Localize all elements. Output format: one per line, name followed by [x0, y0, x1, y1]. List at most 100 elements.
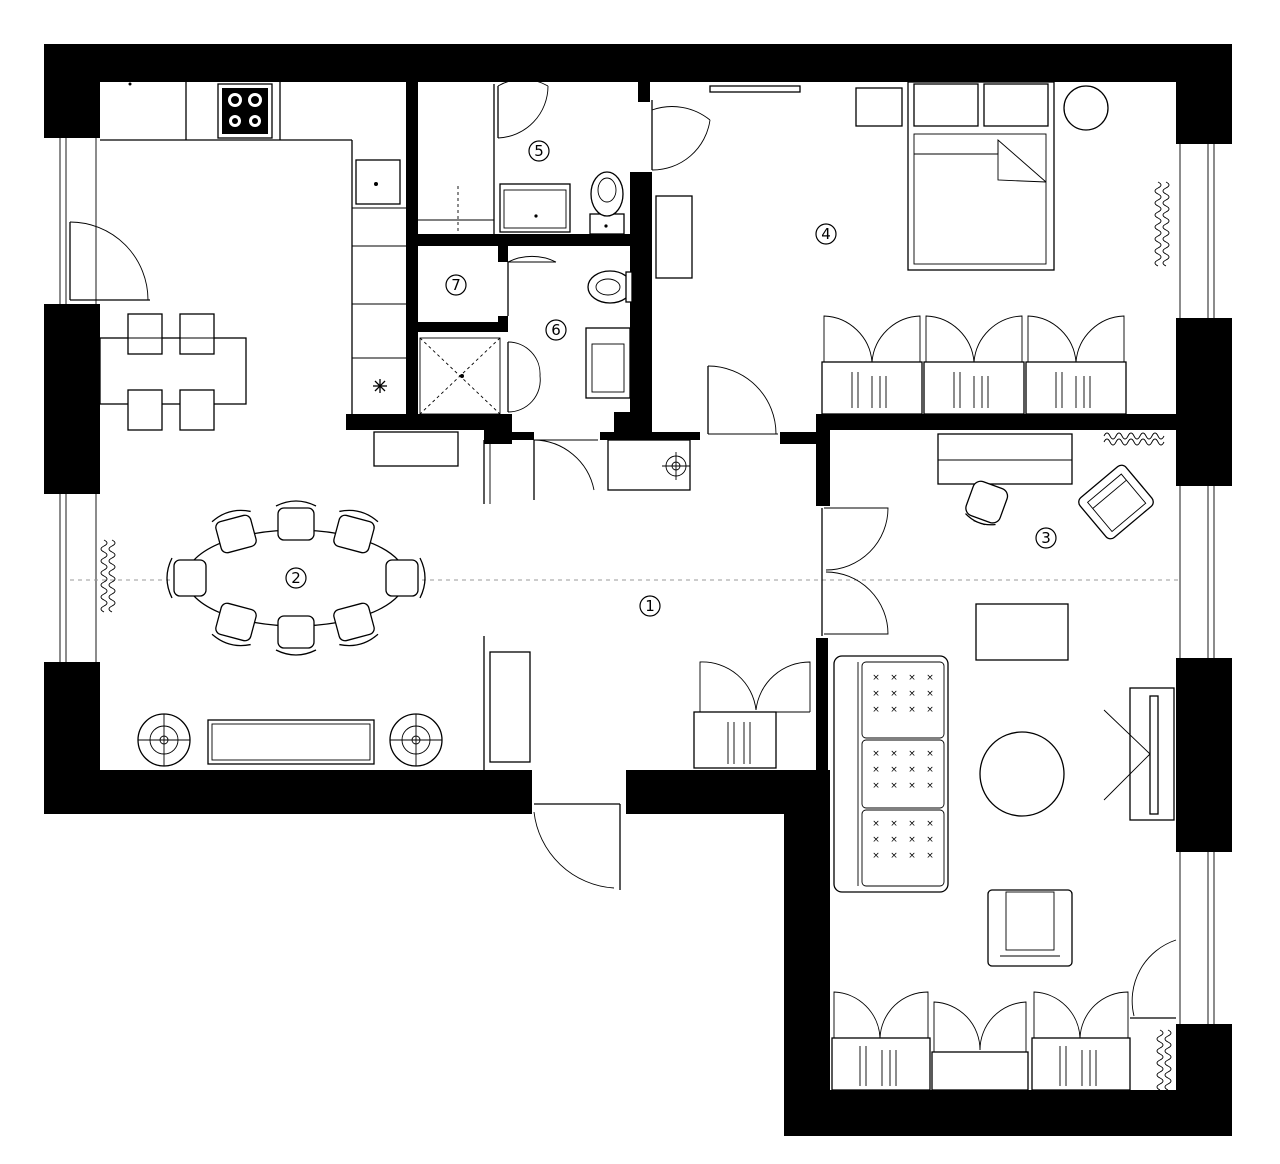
door-swing-icon — [533, 803, 621, 890]
window-east-1 — [1179, 144, 1215, 318]
wardrobe-icon — [1031, 991, 1131, 1091]
room-number-5: 5 — [534, 142, 544, 160]
door-swing-icon — [1130, 939, 1177, 1019]
sofa-tuft: × — [926, 851, 934, 861]
sofa-tuft: × — [872, 851, 880, 861]
room-label-5: 5 — [528, 140, 550, 162]
sink-icon — [355, 159, 401, 205]
chair-icon — [385, 557, 426, 599]
sofa-tuft: × — [926, 781, 934, 791]
chair-icon — [211, 509, 257, 554]
room-number-2: 2 — [291, 569, 301, 587]
room-5 — [418, 78, 711, 235]
sofa-tuft: × — [908, 851, 916, 861]
wardrobe-icon — [923, 315, 1025, 415]
kitchen-table — [99, 313, 247, 431]
sofa-icon — [833, 655, 949, 893]
room-number-4: 4 — [821, 225, 831, 243]
sofa-tuft: × — [926, 749, 934, 759]
sofa-tuft: × — [890, 781, 898, 791]
room-number-3: 3 — [1041, 529, 1051, 547]
extractor-icon — [373, 379, 387, 393]
wardrobe-icon — [821, 315, 923, 415]
door-swing-icon — [707, 365, 778, 435]
room-number-1: 1 — [645, 597, 655, 615]
armchair-icon — [987, 889, 1073, 967]
room-number-7: 7 — [451, 276, 461, 294]
chair-icon — [275, 500, 317, 541]
sofa-tuft: × — [872, 835, 880, 845]
toilet-icon — [589, 171, 625, 235]
bathtub-icon — [499, 183, 571, 233]
chair-icon — [333, 509, 379, 554]
room-1 — [373, 431, 889, 890]
door-swing-icon — [651, 100, 711, 171]
sofa-tuft: × — [890, 765, 898, 775]
window-west-bottom — [59, 494, 97, 662]
sofa-tuft: × — [908, 819, 916, 829]
chair-icon — [333, 602, 379, 647]
sofa-tuft: × — [872, 705, 880, 715]
sofa-tuft: × — [890, 851, 898, 861]
stove-icon — [217, 83, 273, 139]
sofa-tuft: × — [908, 689, 916, 699]
sofa-tuft: × — [908, 749, 916, 759]
radiator-icon — [1154, 181, 1170, 267]
sofa-tuft: × — [908, 673, 916, 683]
kitchen — [69, 82, 406, 431]
chair-icon — [965, 480, 1009, 526]
room-7 — [419, 255, 557, 415]
door-swing-icon — [507, 255, 557, 316]
sofa-tuft: × — [908, 835, 916, 845]
sofa-tuft: × — [926, 673, 934, 683]
bed-icon — [907, 81, 1055, 271]
sofa-tuft: × — [890, 705, 898, 715]
room-label-2: 2 — [285, 567, 307, 589]
door-swing-icon — [507, 341, 541, 413]
radiator-icon — [100, 539, 116, 613]
room-number-6: 6 — [551, 321, 561, 339]
door-swing-icon — [821, 507, 889, 636]
wardrobe-icon — [693, 661, 811, 769]
room-label-4: 4 — [815, 223, 837, 245]
sofa-tuft: × — [890, 819, 898, 829]
sofa-tuft: × — [872, 765, 880, 775]
sofa-tuft: × — [872, 673, 880, 683]
tv-stand — [1103, 687, 1175, 821]
plant-pot-icon — [137, 713, 191, 767]
sofa-tuft: × — [926, 705, 934, 715]
toilet-icon — [587, 270, 633, 304]
sofa-tuft: × — [926, 835, 934, 845]
wardrobe-icon — [831, 991, 931, 1091]
sofa-tuft: × — [872, 819, 880, 829]
door-swing-icon — [497, 78, 549, 139]
chair-icon — [166, 557, 207, 599]
wardrobe-icon — [1025, 315, 1127, 415]
sofa-tuft: × — [890, 673, 898, 683]
room-label-7: 7 — [445, 274, 467, 296]
sofa-tuft: × — [908, 781, 916, 791]
sofa-tuft: × — [872, 689, 880, 699]
window-east-3 — [1179, 852, 1215, 1024]
exterior-walls — [44, 44, 1232, 1136]
room-6 — [533, 270, 633, 500]
sofa-tuft: × — [890, 689, 898, 699]
chair-icon — [211, 602, 257, 647]
sofa-tuft: × — [926, 689, 934, 699]
plant-pot-icon — [1063, 85, 1109, 131]
sofa-tuft: × — [872, 749, 880, 759]
radiator-icon — [1156, 1029, 1172, 1091]
room-4 — [655, 81, 1170, 435]
sofa-tuft: × — [926, 765, 934, 775]
room-label-1: 1 — [639, 595, 661, 617]
window-east-2 — [1179, 486, 1215, 658]
sofa-tufts: ×××××××××××××××××××××××××××××××××××× — [872, 673, 934, 861]
cabinet-icon — [931, 1001, 1029, 1091]
drain-icon — [607, 439, 691, 491]
chair-icon — [275, 615, 317, 656]
door-swing-icon — [69, 221, 150, 301]
windows — [59, 138, 1215, 1024]
sofa-tuft: × — [890, 835, 898, 845]
room-labels: 1 2 3 4 5 6 7 — [285, 140, 1057, 617]
